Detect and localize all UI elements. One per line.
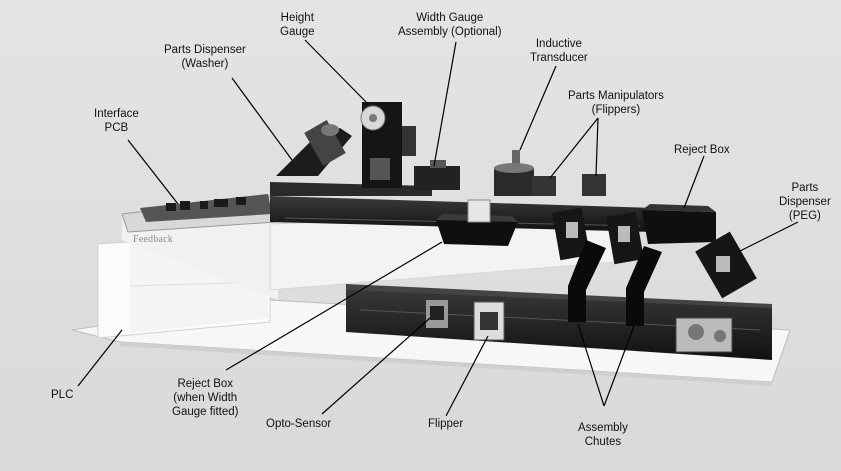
label-height-gauge: Height Gauge <box>280 12 315 38</box>
inductive-transducer <box>494 150 534 196</box>
callout-lines <box>77 39 799 417</box>
width-gauge-assembly <box>414 160 460 190</box>
main-housing <box>121 195 641 300</box>
reject-box-width <box>436 199 518 246</box>
interface-pcb <box>140 194 272 222</box>
flipper-lower <box>473 301 505 341</box>
label-reject-box: Reject Box <box>674 144 730 156</box>
label-inductive-transducer: Inductive Transducer <box>530 38 588 64</box>
flipper-units <box>552 207 757 299</box>
washer-dispenser <box>276 120 352 176</box>
label-opto-sensor: Opto-Sensor <box>266 418 332 430</box>
label-reject-box-width-gauge: Reject Box (when Width Gauge fitted) <box>172 378 239 418</box>
label-interface-pcb: Interface PCB <box>94 108 139 134</box>
label-width-gauge-assembly: Width Gauge Assembly (Optional) <box>398 12 502 38</box>
parts-manipulators <box>532 174 606 196</box>
brand-mark: Feedback <box>133 234 173 245</box>
label-parts-dispenser-washer: Parts Dispenser (Washer) <box>164 44 246 70</box>
height-gauge <box>360 102 416 188</box>
label-parts-manipulators: Parts Manipulators (Flippers) <box>568 90 664 116</box>
assembly-chutes <box>568 240 662 326</box>
reject-box <box>642 204 716 244</box>
label-assembly-chutes: Assembly Chutes <box>578 422 628 448</box>
label-flipper: Flipper <box>428 418 464 430</box>
label-parts-dispenser-peg: Parts Dispenser (PEG) <box>779 182 831 222</box>
opto-sensor <box>426 300 448 328</box>
peg-dispenser-base <box>675 317 733 353</box>
label-plc: PLC <box>51 389 74 401</box>
